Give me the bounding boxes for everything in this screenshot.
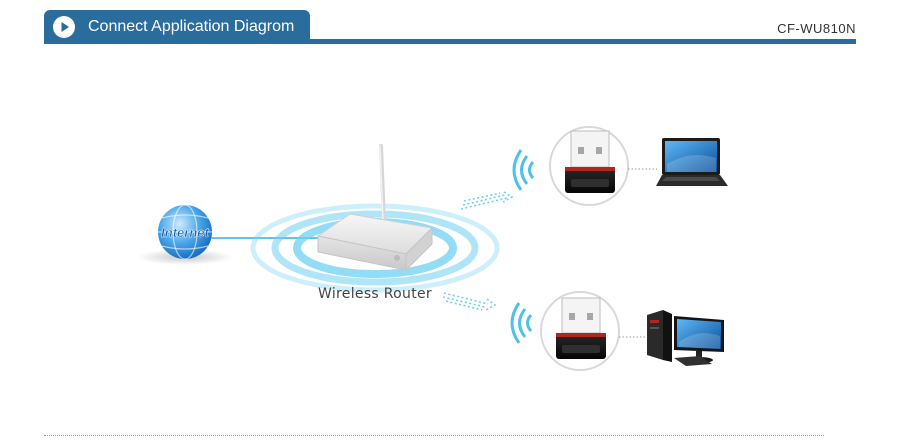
wireless-router-icon xyxy=(316,144,434,272)
wifi-signal-icon xyxy=(510,302,533,344)
section-header: Connect Application Diagrom CF-WU810N xyxy=(44,10,856,45)
usb-wifi-adapter-icon xyxy=(540,291,620,371)
model-number: CF-WU810N xyxy=(777,21,856,36)
internet-label: Internet xyxy=(161,225,209,240)
router-label: Wireless Router xyxy=(318,286,432,302)
play-icon xyxy=(53,16,75,38)
internet-globe-icon: Internet xyxy=(137,204,233,265)
wifi-signal-icon xyxy=(512,149,535,191)
desktop-pc-icon xyxy=(647,310,724,366)
laptop-icon xyxy=(656,138,728,186)
footer-divider xyxy=(44,435,824,436)
header-title: Connect Application Diagrom xyxy=(88,18,295,35)
signal-arrow-top xyxy=(460,191,514,210)
header-underline xyxy=(44,39,856,44)
header-tab: Connect Application Diagrom xyxy=(44,10,310,43)
usb-wifi-adapter-icon xyxy=(549,126,629,206)
signal-arrow-bottom xyxy=(442,292,497,311)
